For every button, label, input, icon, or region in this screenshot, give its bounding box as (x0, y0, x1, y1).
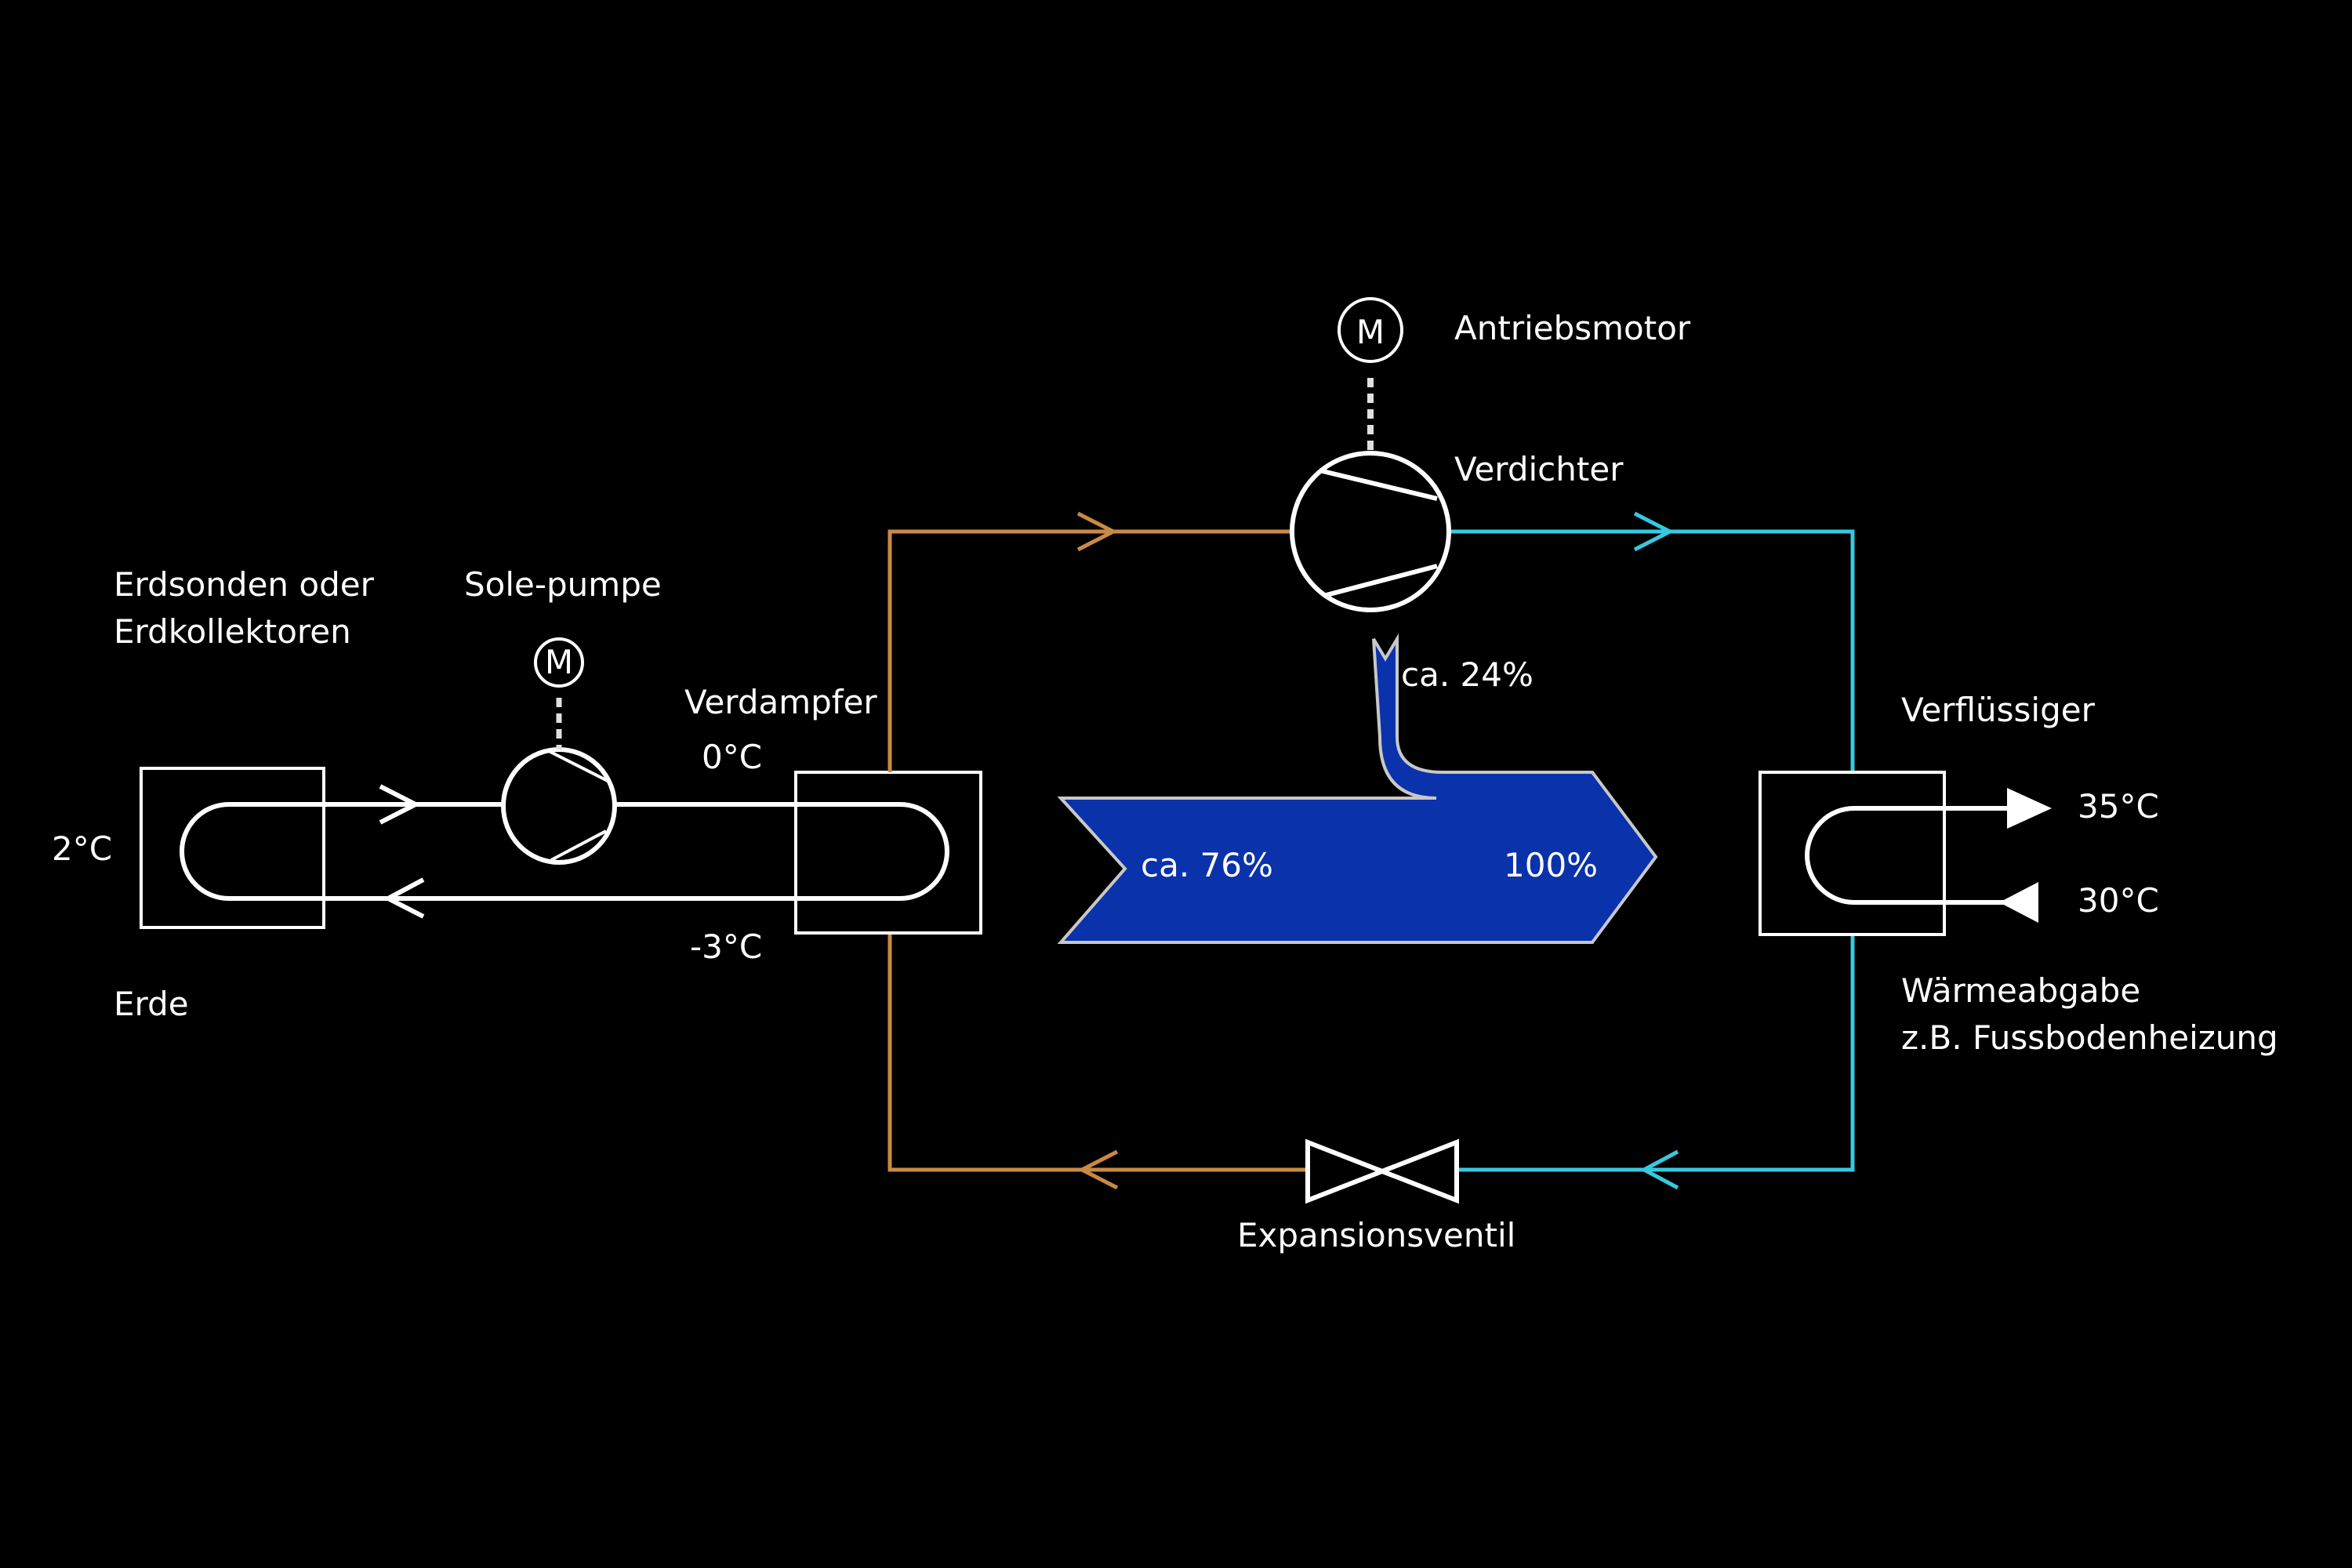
suction-line (887, 529, 1292, 772)
condenser-label: Verflüssiger (1901, 691, 2096, 729)
flow-arrow-right-icon (1633, 511, 1675, 552)
flow-arrow-right-icon (1076, 511, 1118, 552)
brine-pump-label: Sole-pumpe (464, 565, 662, 604)
valve-icon (1305, 1138, 1459, 1204)
ground-name-label: Erde (114, 985, 189, 1023)
flow-arrow-left-icon (383, 877, 425, 919)
supply-arrow-icon (2007, 788, 2052, 829)
ground-title-line1: Erdsonden oder (114, 565, 375, 604)
heat-output-line1: Wärmeabgabe (1901, 971, 2140, 1010)
evaporator-coil (796, 802, 949, 901)
expansion-valve (1305, 1138, 1459, 1204)
flow-arrow-left-icon (1077, 1149, 1119, 1190)
ground-title-line2: Erdkollektoren (114, 612, 351, 651)
condenser-box (1759, 771, 1946, 936)
compressor-motor-symbol: M (1356, 313, 1385, 351)
compressor-motor-label: Antriebsmotor (1454, 309, 1691, 347)
pump-motor-symbol: M (545, 643, 573, 681)
total-energy-output: 100% (1504, 846, 1598, 884)
compressor-blade-top (1319, 468, 1438, 501)
condenser-temp-out: 35°C (2078, 787, 2159, 826)
liquid-line (1457, 935, 1855, 1172)
heat-output-line2: z.B. Fussbodenheizung (1901, 1018, 2278, 1057)
pump-motor-icon (534, 637, 584, 688)
pump-circle-icon (501, 747, 617, 865)
condenser-temp-in: 30°C (2078, 881, 2159, 920)
refrigerant-circuit (887, 511, 1855, 1190)
return-arrow-icon (1999, 882, 2038, 923)
ground-exchanger (140, 767, 796, 929)
evaporator-temp-out: -3°C (690, 927, 762, 966)
pump-blade-top (548, 750, 608, 782)
discharge-line (1449, 529, 1855, 772)
ground-loop-pipe (180, 802, 796, 901)
evaporator (794, 771, 982, 935)
ground-temperature: 2°C (52, 829, 112, 868)
energy-flow-arrow (1057, 633, 1658, 944)
compressor: M (1290, 297, 1451, 612)
condenser-coil (1805, 806, 2007, 905)
energy-flow-shape (1057, 633, 1658, 944)
compressor-blade-bottom (1323, 564, 1438, 598)
evaporator-box (794, 771, 982, 935)
evaporator-label: Verdampfer (684, 683, 877, 721)
compressor-motor-icon (1338, 297, 1403, 363)
compressor-circle-icon (1290, 451, 1451, 612)
flow-arrow-left-icon (1639, 1149, 1679, 1190)
expansion-valve-label: Expansionsventil (1237, 1216, 1515, 1254)
ambient-energy-share: ca. 76% (1141, 846, 1273, 884)
flow-arrow-right-icon (379, 784, 421, 825)
evaporator-temp-in: 0°C (702, 738, 762, 776)
drive-energy-share: ca. 24% (1401, 655, 1534, 694)
ground-box (140, 767, 325, 929)
condenser (1759, 771, 2052, 936)
brine-pump: M (501, 637, 796, 865)
expansion-line (887, 935, 1308, 1172)
pump-blade-bottom (550, 829, 607, 862)
compressor-label: Verdichter (1454, 450, 1624, 488)
